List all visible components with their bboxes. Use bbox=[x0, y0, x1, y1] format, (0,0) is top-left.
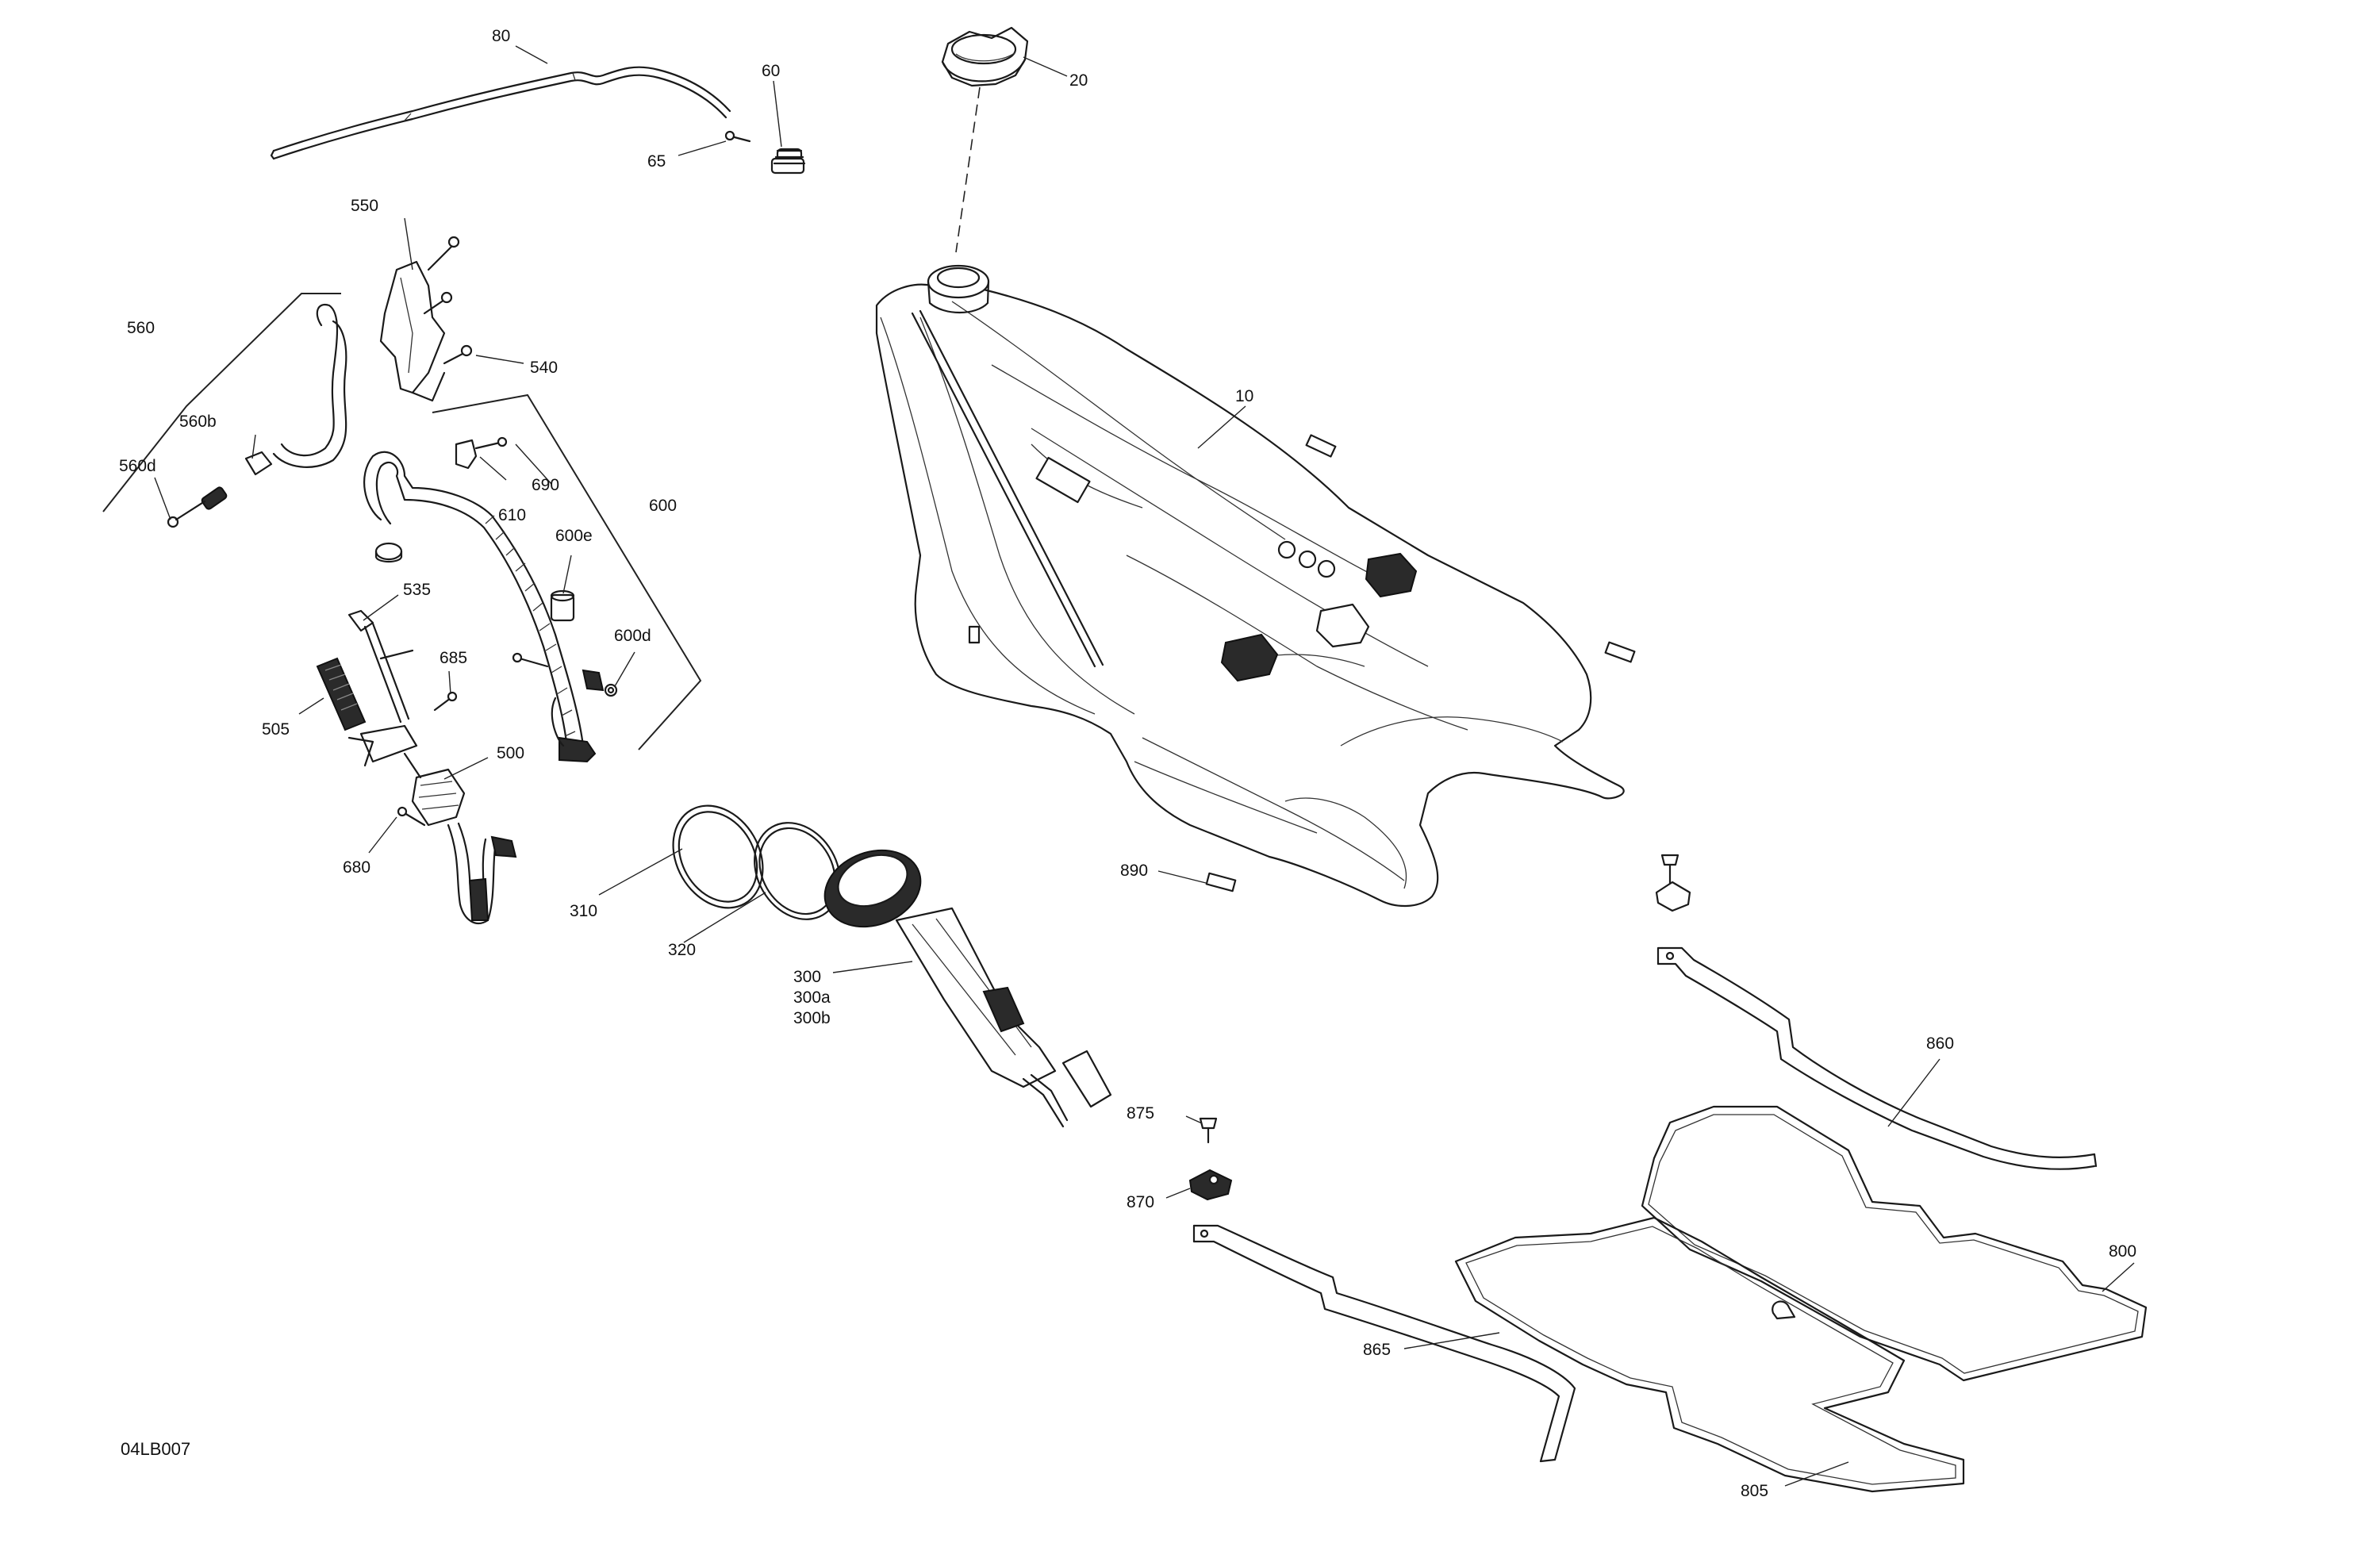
callout-685: 685 bbox=[440, 649, 467, 667]
callout-535: 535 bbox=[403, 581, 431, 599]
callout-labels: 80 60 65 20 10 550 540 560 560b 560d 690… bbox=[119, 27, 2136, 1500]
sleeve-part-600e bbox=[550, 589, 575, 622]
bumper-pad-top bbox=[1305, 434, 1337, 458]
callout-800: 800 bbox=[2109, 1242, 2136, 1261]
screw-part-685 bbox=[433, 691, 458, 712]
callout-560b: 560b bbox=[179, 413, 217, 431]
screw-part-65 bbox=[724, 130, 751, 143]
group-bracket-600 bbox=[432, 393, 702, 750]
callout-600e: 600e bbox=[555, 527, 593, 545]
callout-500: 500 bbox=[497, 744, 524, 762]
cap-alignment-line bbox=[955, 86, 981, 253]
bumper-pad-side bbox=[1604, 641, 1636, 663]
callout-560d: 560d bbox=[119, 457, 156, 475]
screw-part-875 bbox=[1199, 1117, 1218, 1144]
hose-assembly-part-600 bbox=[363, 451, 597, 763]
callout-865: 865 bbox=[1363, 1341, 1391, 1359]
filter-sleeve-part-505 bbox=[316, 657, 367, 731]
fastener-860-top bbox=[1655, 854, 1691, 912]
callout-320: 320 bbox=[668, 941, 696, 959]
callout-860: 860 bbox=[1926, 1034, 1954, 1053]
screw-part-540-b bbox=[423, 291, 453, 315]
callout-505: 505 bbox=[262, 720, 290, 739]
fuel-tank-part-10 bbox=[875, 264, 1625, 908]
callout-10: 10 bbox=[1235, 387, 1253, 405]
screw-part-680 bbox=[397, 806, 426, 827]
callout-610: 610 bbox=[498, 506, 526, 524]
fuel-cap-part-20 bbox=[941, 26, 1029, 87]
bracket-part-550 bbox=[379, 260, 446, 402]
screw-part-540-a bbox=[427, 236, 460, 271]
callout-80: 80 bbox=[492, 27, 510, 45]
callout-60: 60 bbox=[762, 62, 780, 80]
pipe-part-535 bbox=[347, 609, 414, 724]
strap-part-860 bbox=[1656, 946, 2098, 1170]
hose-end-part-600 bbox=[551, 669, 605, 747]
callout-890: 890 bbox=[1120, 862, 1148, 880]
clamp-part-610 bbox=[374, 542, 403, 563]
leader-lines bbox=[154, 45, 2135, 1487]
callout-300a: 300a bbox=[793, 988, 831, 1007]
fuel-line-part-560 bbox=[272, 303, 347, 468]
callout-540: 540 bbox=[530, 359, 558, 377]
heat-shield-part-800 bbox=[1641, 1105, 2148, 1382]
callout-600: 600 bbox=[649, 497, 677, 515]
callout-875: 875 bbox=[1127, 1104, 1154, 1123]
drawing-code: 04LB007 bbox=[121, 1439, 190, 1459]
vent-hose-part-80 bbox=[270, 66, 731, 160]
callout-300b: 300b bbox=[793, 1009, 831, 1027]
grommet-part-870 bbox=[1188, 1169, 1233, 1201]
callout-690: 690 bbox=[532, 476, 559, 494]
callout-870: 870 bbox=[1127, 1193, 1154, 1211]
callout-20: 20 bbox=[1069, 71, 1088, 90]
callout-65: 65 bbox=[647, 152, 666, 171]
vent-cap-part-60 bbox=[770, 148, 806, 175]
group-bracket-560 bbox=[102, 293, 341, 512]
fuel-pump-module-part-300 bbox=[823, 849, 1112, 1128]
callout-560: 560 bbox=[127, 319, 155, 337]
fastener-600-lower bbox=[512, 652, 549, 668]
clip-part-690 bbox=[455, 436, 508, 470]
bumper-pad-part-890 bbox=[1205, 872, 1237, 892]
connector-part-560b bbox=[244, 451, 273, 476]
clamp-part-600d bbox=[604, 683, 618, 697]
callout-300: 300 bbox=[793, 968, 821, 986]
callout-550: 550 bbox=[351, 197, 378, 215]
callout-680: 680 bbox=[343, 858, 370, 877]
screw-part-540-c bbox=[443, 344, 473, 365]
seal-ring-part-320 bbox=[754, 822, 841, 920]
fuel-filter-part-500 bbox=[347, 724, 466, 827]
return-hose-part-500 bbox=[447, 822, 517, 924]
callout-310: 310 bbox=[570, 902, 597, 920]
heat-shield-part-805 bbox=[1454, 1216, 1965, 1493]
strap-part-865 bbox=[1192, 1224, 1576, 1463]
retaining-ring-part-310 bbox=[672, 804, 764, 909]
callout-805: 805 bbox=[1741, 1482, 1768, 1500]
callout-600d: 600d bbox=[614, 627, 651, 645]
fitting-part-560d bbox=[167, 486, 228, 528]
